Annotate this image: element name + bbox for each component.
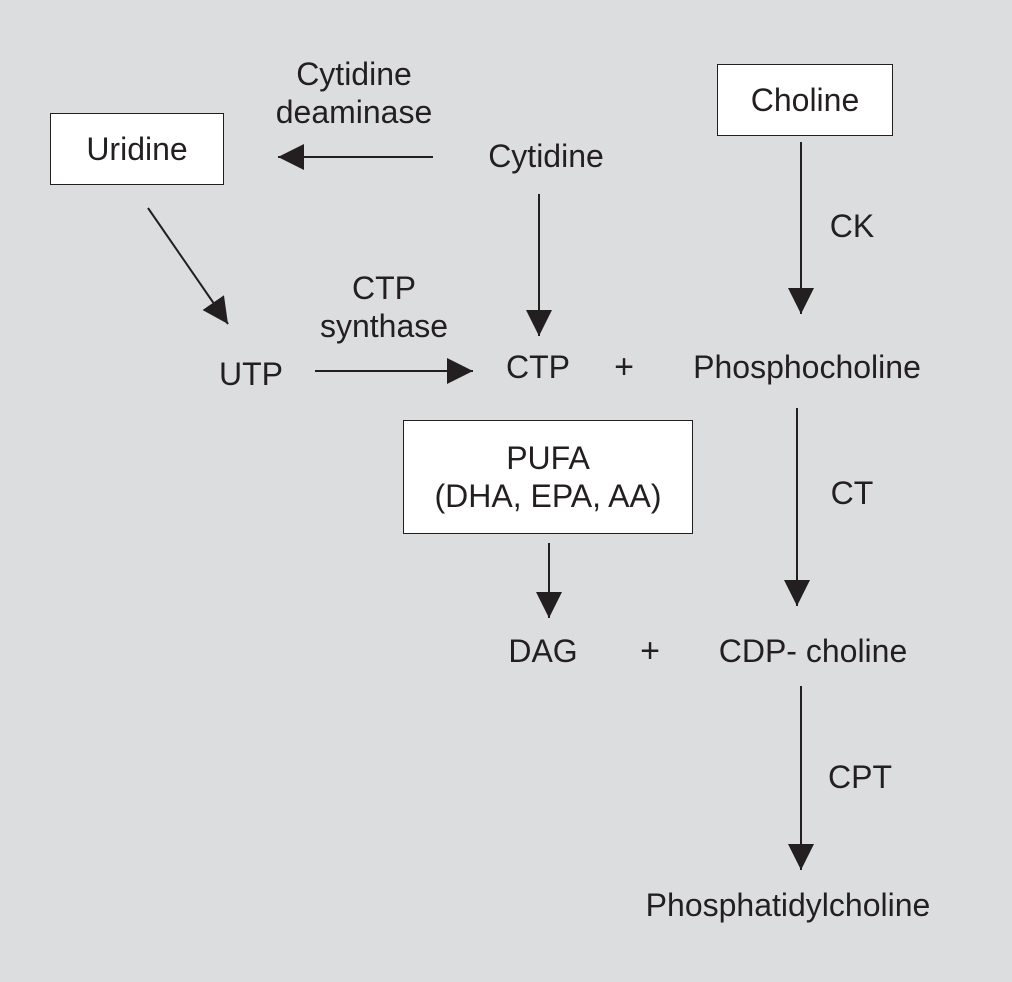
enzyme-ctp-synthase-line2: synthase	[319, 308, 449, 344]
node-ctp: CTP	[506, 349, 570, 385]
pufa-box: PUFA (DHA, EPA, AA)	[403, 420, 693, 534]
arrow-uridine-to-utp	[147, 207, 229, 325]
node-phosphatidylcholine: Phosphatidylcholine	[645, 887, 931, 923]
node-phosphocholine: Phosphocholine	[693, 349, 921, 385]
uridine-label: Uridine	[86, 131, 188, 167]
enzyme-ctp-synthase: CTP synthase	[320, 269, 448, 345]
enzyme-ct: CT	[830, 475, 874, 511]
enzyme-ctp-synthase-line1: CTP	[351, 270, 416, 306]
enzyme-cpt: CPT	[828, 759, 892, 795]
enzyme-cytidine-deaminase-line2: deaminase	[275, 94, 433, 130]
choline-box: Choline	[717, 64, 893, 136]
enzyme-cytidine-deaminase-line1: Cytidine	[296, 56, 412, 92]
uridine-box: Uridine	[50, 113, 224, 185]
pufa-label-line1: PUFA	[506, 440, 590, 476]
choline-label: Choline	[750, 82, 860, 118]
node-utp: UTP	[219, 356, 283, 392]
node-cdp-choline: CDP- choline	[718, 633, 908, 669]
plus-sign-ctp: +	[614, 348, 634, 386]
enzyme-cytidine-deaminase: Cytidine deaminase	[276, 55, 433, 131]
enzyme-ck: CK	[829, 208, 875, 244]
node-cytidine: Cytidine	[488, 138, 604, 174]
node-dag: DAG	[508, 633, 578, 669]
plus-sign-dag: +	[640, 632, 660, 670]
pufa-label-line2: (DHA, EPA, AA)	[434, 478, 662, 514]
